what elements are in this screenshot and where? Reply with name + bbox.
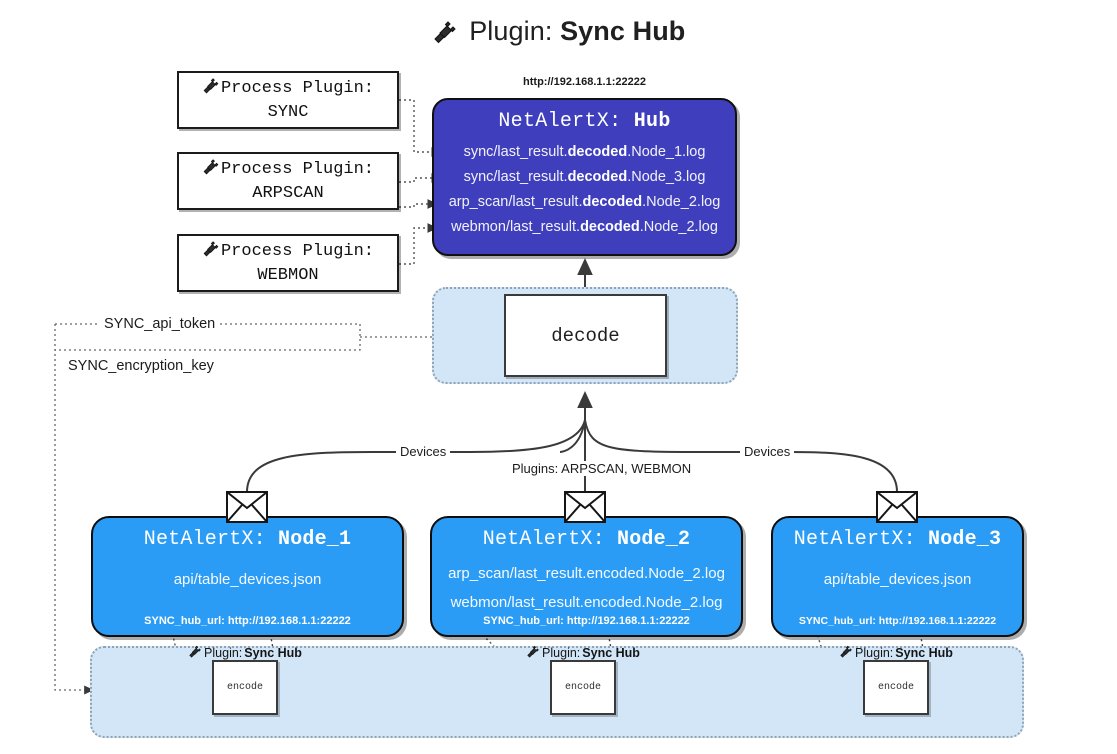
plug-icon bbox=[202, 76, 220, 102]
encoder-group-node-2: Plugin: Sync Hub encode bbox=[514, 644, 652, 734]
node-to-decode-edges bbox=[246, 395, 898, 493]
hub-url-label: http://192.168.1.1:22222 bbox=[523, 76, 646, 88]
node-box-node-2[interactable]: NetAlertX: Node_2 arp_scan/last_result.e… bbox=[430, 516, 743, 637]
encoder-label-name: Sync Hub bbox=[895, 645, 953, 660]
encode-box[interactable]: encode bbox=[550, 660, 616, 715]
hub-entry-post: .Node_2.log bbox=[639, 219, 718, 235]
title-name: Sync Hub bbox=[560, 16, 686, 46]
hub-entry-bold: decoded bbox=[567, 144, 628, 160]
process-plugin-name: ARPSCAN bbox=[252, 184, 324, 203]
node-footer: SYNC_hub_url: http://192.168.1.1:22222 bbox=[144, 615, 351, 627]
envelope-icon bbox=[226, 491, 268, 528]
encoder-plugin-label: Plugin: Sync Hub bbox=[839, 644, 953, 661]
hub-entry-pre: arp_scan/last_result. bbox=[448, 194, 583, 210]
node-line: api/table_devices.json bbox=[823, 571, 972, 588]
hub-entry-post: .Node_1.log bbox=[627, 144, 706, 160]
hub-title-prefix: NetAlertX: bbox=[498, 110, 622, 133]
node-footer: SYNC_hub_url: http://192.168.1.1:22222 bbox=[483, 615, 690, 627]
hub-title-name: Hub bbox=[633, 110, 671, 133]
sync-token-to-encoders-path bbox=[54, 324, 95, 695]
envelope-icon bbox=[876, 491, 918, 528]
process-plugin-heading: Process Plugin: bbox=[220, 160, 375, 180]
process-plugin-name: WEBMON bbox=[257, 266, 319, 285]
node-line: arp_scan/last_result.encoded.Node_2.log bbox=[448, 565, 725, 582]
node-title-prefix: NetAlertX: bbox=[143, 528, 266, 551]
encoder-group-node-1: Plugin: Sync Hub encode bbox=[176, 644, 314, 734]
node-title-name: Node_2 bbox=[617, 528, 691, 551]
hub-entry-2: sync/last_result.decoded.Node_3.log bbox=[434, 165, 735, 190]
hub-entry-bold: decoded bbox=[580, 219, 640, 235]
process-plugin-box-webmon[interactable]: Process Plugin: WEBMON bbox=[177, 234, 399, 292]
decode-box[interactable]: decode bbox=[504, 294, 667, 377]
plug-icon bbox=[202, 157, 220, 183]
hub-entry-post: .Node_2.log bbox=[642, 194, 721, 210]
encode-box[interactable]: encode bbox=[863, 660, 929, 715]
encoder-label-prefix: Plugin: bbox=[204, 645, 243, 660]
encoder-label-prefix: Plugin: bbox=[542, 645, 581, 660]
node-footer: SYNC_hub_url: http://192.168.1.1:22222 bbox=[798, 615, 997, 627]
title-prefix: Plugin: bbox=[469, 16, 553, 46]
plug-icon bbox=[839, 644, 853, 661]
node-line: api/table_devices.json bbox=[173, 571, 322, 588]
node-box-node-3[interactable]: NetAlertX: Node_3 api/table_devices.json… bbox=[771, 516, 1024, 637]
hub-box[interactable]: NetAlertX: Hub sync/last_result.decoded.… bbox=[432, 98, 737, 256]
node-line: webmon/last_result.encoded.Node_2.log bbox=[450, 594, 723, 611]
encoder-label-name: Sync Hub bbox=[244, 645, 302, 660]
page-title: Plugin: Sync Hub bbox=[0, 16, 1117, 51]
encoder-plugin-label: Plugin: Sync Hub bbox=[188, 644, 302, 661]
devices-label-left: Devices bbox=[396, 444, 451, 459]
plug-icon bbox=[432, 18, 458, 51]
sync-encryption-key-label: SYNC_encryption_key bbox=[64, 358, 218, 374]
hub-entry-bold: decoded bbox=[567, 169, 628, 185]
encoder-label-name: Sync Hub bbox=[582, 645, 640, 660]
hub-entry-4: webmon/last_result.decoded.Node_2.log bbox=[434, 215, 735, 240]
encoder-group-node-3: Plugin: Sync Hub encode bbox=[827, 644, 965, 734]
process-plugin-heading: Process Plugin: bbox=[220, 79, 375, 99]
node-title-name: Node_3 bbox=[928, 528, 1002, 551]
plug-icon bbox=[526, 644, 540, 661]
hub-entry-pre: sync/last_result. bbox=[463, 169, 568, 185]
process-plugin-box-arpscan[interactable]: Process Plugin: ARPSCAN bbox=[177, 152, 399, 210]
node-title-name: Node_1 bbox=[278, 528, 352, 551]
hub-entry-bold: decoded bbox=[582, 194, 643, 210]
process-plugin-heading: Process Plugin: bbox=[220, 242, 375, 262]
plug-icon bbox=[202, 239, 220, 265]
process-plugin-box-sync[interactable]: Process Plugin: SYNC bbox=[177, 71, 399, 129]
encoder-plugin-label: Plugin: Sync Hub bbox=[526, 644, 640, 661]
encode-box[interactable]: encode bbox=[212, 660, 278, 715]
node-title-prefix: NetAlertX: bbox=[482, 528, 605, 551]
hub-entry-3: arp_scan/last_result.decoded.Node_2.log bbox=[434, 190, 735, 215]
sync-api-token-label: SYNC_api_token bbox=[100, 316, 220, 332]
node-box-node-1[interactable]: NetAlertX: Node_1 api/table_devices.json… bbox=[91, 516, 404, 637]
devices-label-right: Devices bbox=[740, 444, 795, 459]
hub-entry-pre: webmon/last_result. bbox=[451, 219, 581, 235]
hub-entry-1: sync/last_result.decoded.Node_1.log bbox=[434, 140, 735, 165]
plug-icon bbox=[188, 644, 202, 661]
encoder-label-prefix: Plugin: bbox=[855, 645, 894, 660]
plugins-label-center: Plugins: ARPSCAN, WEBMON bbox=[508, 461, 696, 476]
node-title-prefix: NetAlertX: bbox=[793, 528, 916, 551]
hub-entry-pre: sync/last_result. bbox=[463, 144, 568, 160]
process-plugin-name: SYNC bbox=[267, 103, 309, 122]
hub-entry-post: .Node_3.log bbox=[627, 169, 706, 185]
envelope-icon bbox=[564, 491, 606, 528]
